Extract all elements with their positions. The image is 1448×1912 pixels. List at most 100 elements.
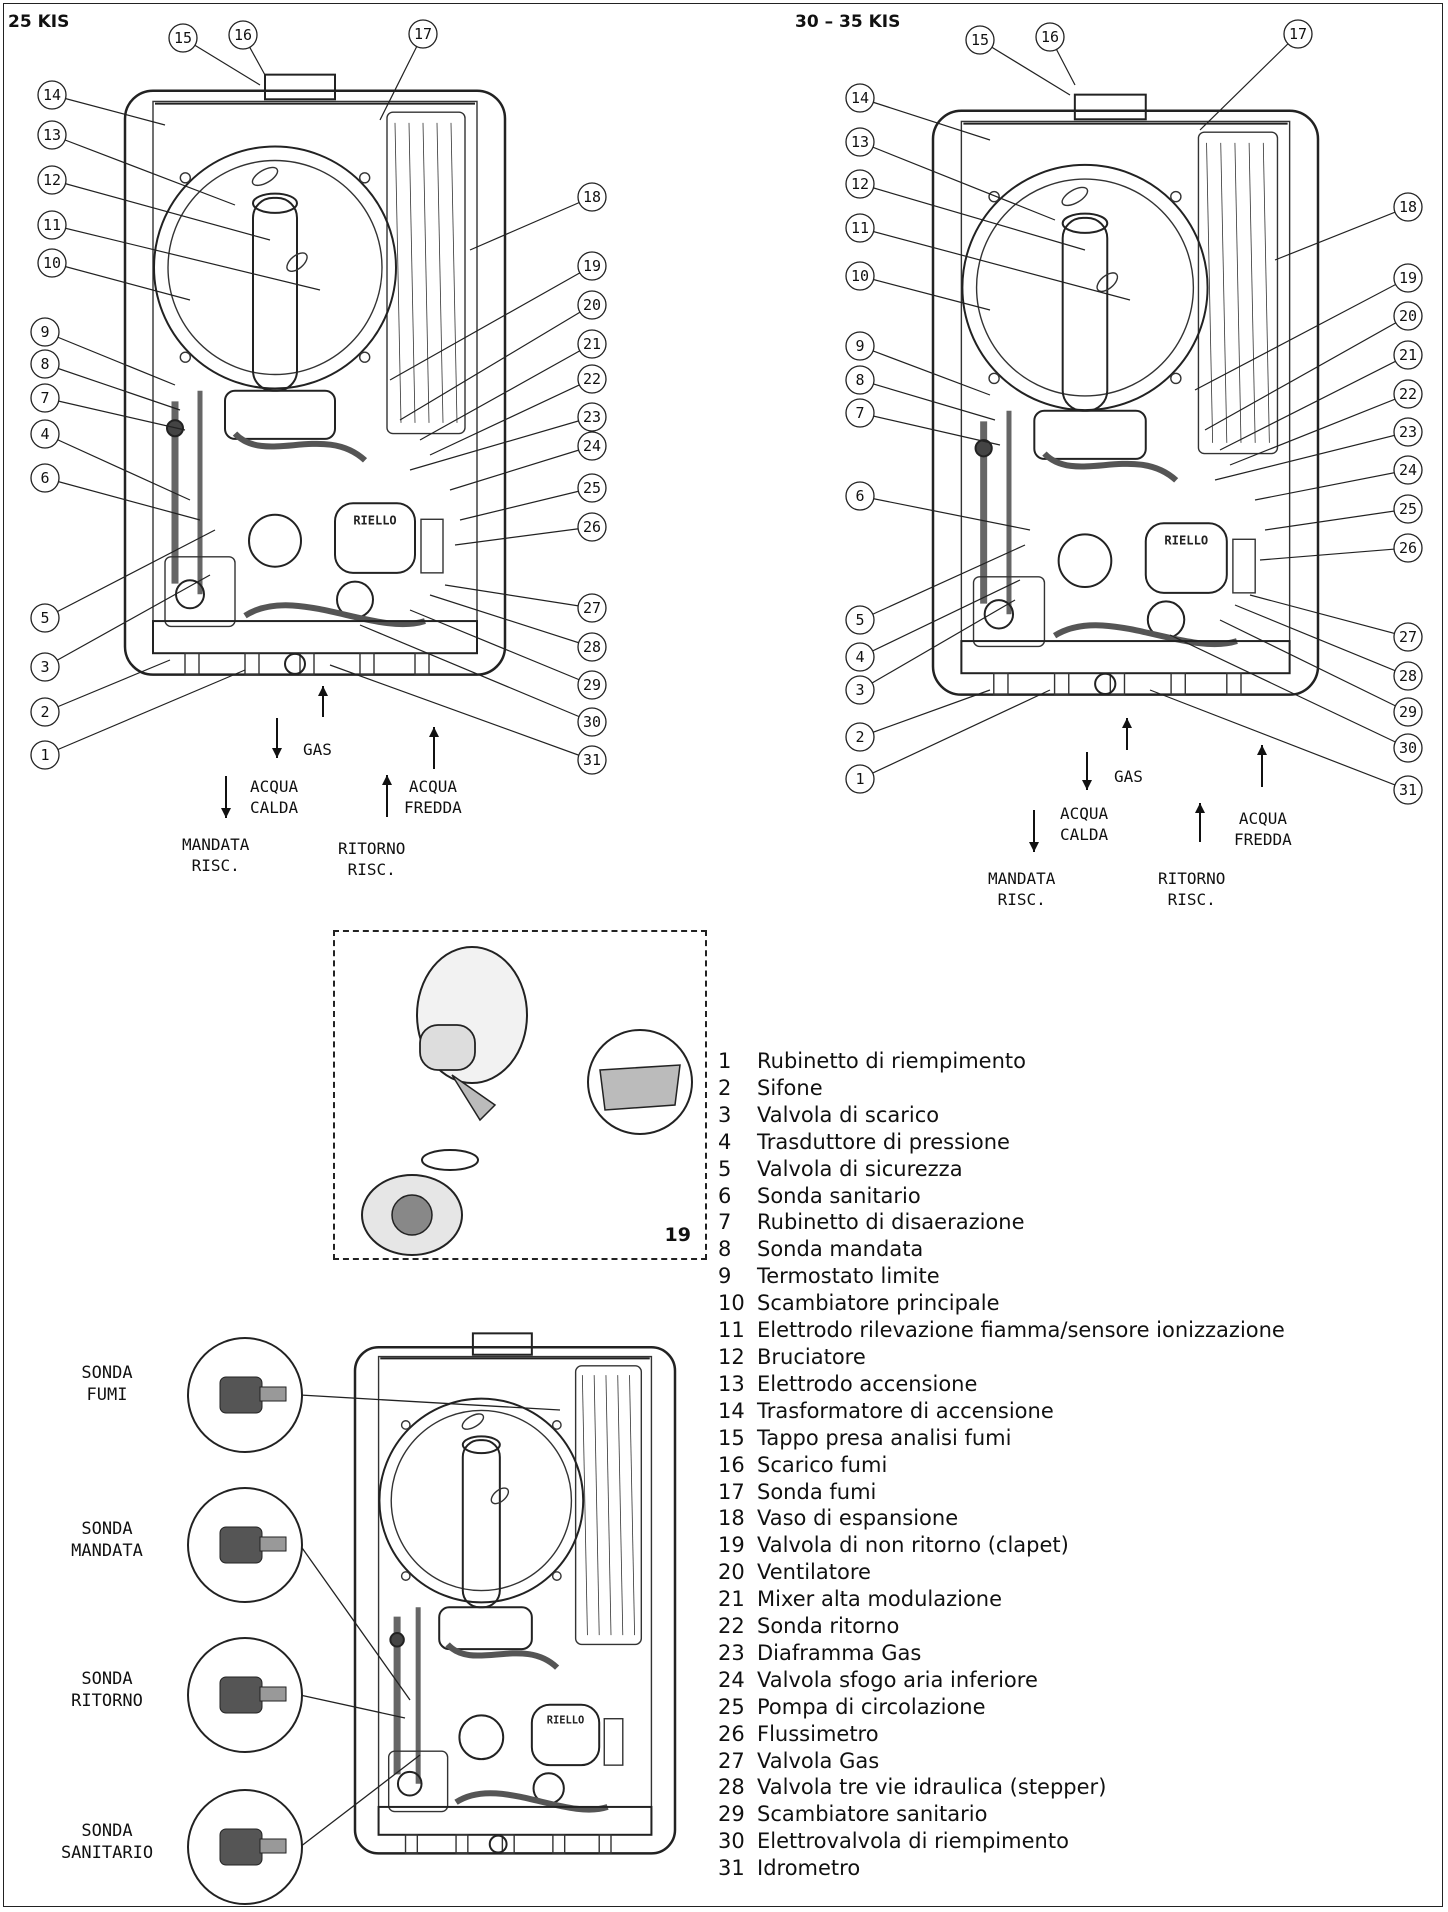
leader-line <box>1219 354 1409 451</box>
ignition-electrode-icon <box>461 1413 485 1430</box>
callout-number: 11 <box>43 216 61 234</box>
callout-number: 16 <box>1041 28 1059 46</box>
callout-number: 29 <box>583 676 601 694</box>
leader-line <box>469 196 593 251</box>
pump-icon <box>334 502 416 574</box>
gasket-icon <box>421 1149 479 1171</box>
legend-number: 1 <box>718 1049 732 1073</box>
callout-circle <box>845 398 875 428</box>
legend-number: 29 <box>718 1802 745 1827</box>
legend-number: 23 <box>718 1640 745 1665</box>
burner-icon <box>252 196 298 392</box>
leader-line <box>329 664 593 761</box>
callout-number: 10 <box>851 267 869 285</box>
leader-line <box>859 599 1016 691</box>
legend-number: 13 <box>718 1371 745 1396</box>
pump-icon <box>1144 522 1228 594</box>
pipe-fitting-icon <box>455 1834 469 1855</box>
callout-number: 21 <box>583 335 601 353</box>
leader-line <box>859 689 1051 780</box>
legend-number: 3 <box>718 1102 732 1127</box>
leader-line <box>859 345 991 396</box>
expansion-vessel-icon <box>574 1365 643 1646</box>
callout-circle <box>845 261 875 291</box>
pump-icon <box>530 1703 601 1767</box>
legend-number: 31 <box>718 1856 745 1881</box>
fan-outlet-icon <box>419 1024 476 1071</box>
leader-line <box>1249 594 1409 638</box>
pump-badge: RIELLO <box>547 1714 585 1726</box>
legend-label: Valvola tre vie idraulica (stepper) <box>757 1775 1107 1800</box>
legend-number: 11 <box>718 1318 745 1343</box>
fan-icon <box>1033 409 1147 460</box>
callout-number: 17 <box>414 25 432 43</box>
detail-number: 19 <box>664 1224 691 1246</box>
pipe-fitting-icon <box>244 652 260 676</box>
legend-number: 12 <box>718 1344 745 1369</box>
leader-line <box>859 97 991 141</box>
callout-circle <box>1393 697 1423 727</box>
callout-number: 13 <box>43 126 61 144</box>
leader-line <box>1199 33 1299 131</box>
pipe-fitting-icon <box>598 1834 612 1855</box>
callout-circle <box>1393 192 1423 222</box>
flue-outlet-icon <box>264 73 336 101</box>
dhw-pipe <box>1052 622 1238 648</box>
callout-circle <box>577 670 607 700</box>
legend-label: Mixer alta modulazione <box>757 1587 1003 1612</box>
callout-number: 18 <box>583 188 601 206</box>
arrow-head <box>1195 803 1205 813</box>
pump-badge: RIELLO <box>1164 534 1208 548</box>
callout-circle <box>30 419 60 449</box>
flue-outlet-icon <box>1073 93 1147 121</box>
leader-line <box>419 343 593 441</box>
heat-exchanger-inner <box>390 1409 573 1592</box>
arrow-head <box>272 748 282 758</box>
vessel-hatch <box>581 1375 588 1636</box>
callout-number: 15 <box>971 31 989 49</box>
bottom-plate <box>960 640 1291 675</box>
legend-number: 25 <box>718 1694 745 1719</box>
callout-number: 25 <box>583 479 601 497</box>
callout-circle <box>1393 733 1423 763</box>
callout-number: 2 <box>855 728 864 746</box>
callout-circle <box>1393 417 1423 447</box>
callout-number: 22 <box>583 370 601 388</box>
callout-circle <box>577 632 607 662</box>
hydrometer-icon <box>1094 672 1117 696</box>
callout-circle <box>1393 533 1423 563</box>
sensor-body-icon <box>219 1828 263 1866</box>
arrow-head <box>1122 718 1132 728</box>
callout-circle <box>577 329 607 359</box>
leader-line <box>459 487 593 521</box>
callout-circle <box>1393 379 1423 409</box>
legend-label: Sonda mandata <box>757 1237 924 1262</box>
legend-label: Idrometro <box>757 1856 861 1881</box>
heat-exchanger-inner <box>975 178 1195 397</box>
legend-label: Tappo presa analisi fumi <box>757 1425 1012 1450</box>
leader-line <box>449 445 593 491</box>
leader-line <box>44 669 246 756</box>
leader-line <box>859 183 1086 251</box>
clapet-flap-icon <box>599 1064 681 1111</box>
legend-number: 19 <box>718 1533 745 1558</box>
callout-circle <box>30 317 60 347</box>
